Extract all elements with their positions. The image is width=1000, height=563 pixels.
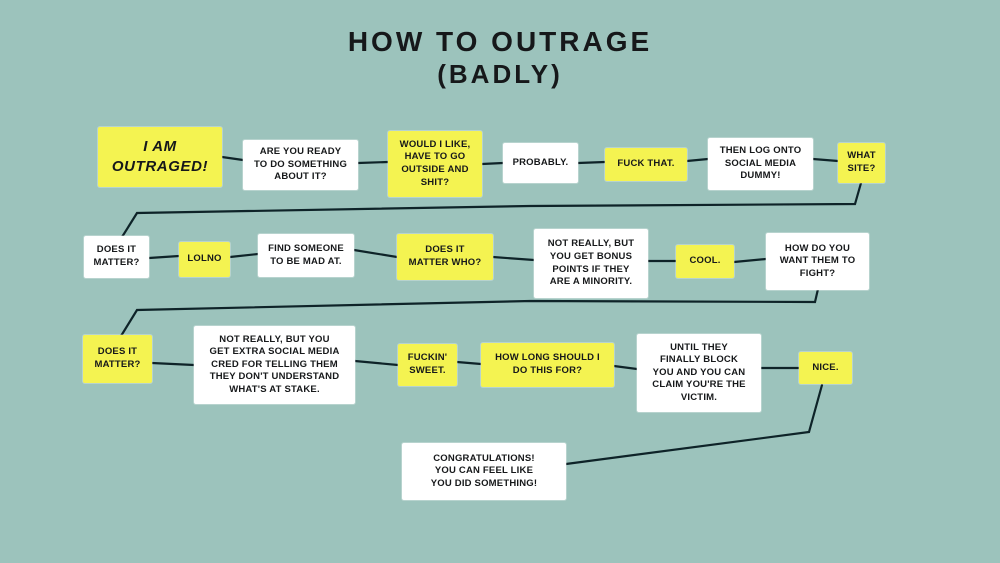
connector-howfight-matter2 <box>119 287 820 338</box>
connector-howlong-block <box>612 364 639 371</box>
node-lolno: LOLNO <box>179 242 230 277</box>
connector-findsomeone-matterwho <box>352 248 399 259</box>
node-would-i-have-to-go-outside: WOULD I LIKE, HAVE TO GO OUTSIDE AND SHI… <box>388 131 482 197</box>
node-does-it-matter-2: DOES IT MATTER? <box>83 335 152 383</box>
connector-whatsite-matter1 <box>120 181 863 239</box>
node-extra-social-media-cred: NOT REALLY, BUT YOU GET EXTRA SOCIAL MED… <box>194 326 355 404</box>
connector-matter2-extracred <box>150 361 196 367</box>
connector-outside-probably <box>480 161 505 166</box>
node-log-onto-social-media: THEN LOG ONTO SOCIAL MEDIA DUMMY! <box>708 138 813 190</box>
connector-logon-whatsite <box>811 157 840 163</box>
node-fuck-that: FUCK THAT. <box>605 148 687 181</box>
node-congratulations: CONGRATULATIONS! YOU CAN FEEL LIKE YOU D… <box>402 443 566 500</box>
connector-probably-fuckthat <box>576 160 607 165</box>
connector-lolno-findsomeone <box>228 252 260 259</box>
connector-matterwho-bonus <box>491 255 536 262</box>
connector-sweet-howlong <box>455 360 483 366</box>
title-line-2: (BADLY) <box>437 59 563 89</box>
node-until-they-block-you: UNTIL THEY FINALLY BLOCK YOU AND YOU CAN… <box>637 334 761 412</box>
node-find-someone-to-be-mad-at: FIND SOMEONE TO BE MAD AT. <box>258 234 354 277</box>
connector-cool-howfight <box>732 257 768 264</box>
title-line-1: HOW TO OUTRAGE <box>347 26 653 57</box>
connector-extracred-sweet <box>353 359 400 367</box>
connector-start-ready <box>220 155 245 162</box>
node-what-site: WHAT SITE? <box>838 143 885 183</box>
connector-ready-outside <box>356 160 390 165</box>
node-does-it-matter-who: DOES IT MATTER WHO? <box>397 234 493 280</box>
connector-nice-congrats <box>564 383 824 466</box>
node-probably: PROBABLY. <box>503 143 578 183</box>
page-title: HOW TO OUTRAGE (BADLY) <box>0 26 1000 90</box>
node-bonus-points-minority: NOT REALLY, BUT YOU GET BONUS POINTS IF … <box>534 229 648 298</box>
node-nice: NICE. <box>799 352 852 384</box>
node-how-do-you-want-them-to-fight: HOW DO YOU WANT THEM TO FIGHT? <box>766 233 869 290</box>
connector-fuckthat-logon <box>685 157 710 163</box>
node-fuckin-sweet: FUCKIN' SWEET. <box>398 344 457 386</box>
node-how-long-should-i-do-this: HOW LONG SHOULD I DO THIS FOR? <box>481 343 614 387</box>
node-i-am-outraged: I AM OUTRAGED! <box>98 127 222 187</box>
node-ready-to-do-something: ARE YOU READY TO DO SOMETHING ABOUT IT? <box>243 140 358 190</box>
node-does-it-matter-1: DOES IT MATTER? <box>84 236 149 278</box>
node-cool: COOL. <box>676 245 734 278</box>
connector-matter1-lolno <box>147 254 181 260</box>
